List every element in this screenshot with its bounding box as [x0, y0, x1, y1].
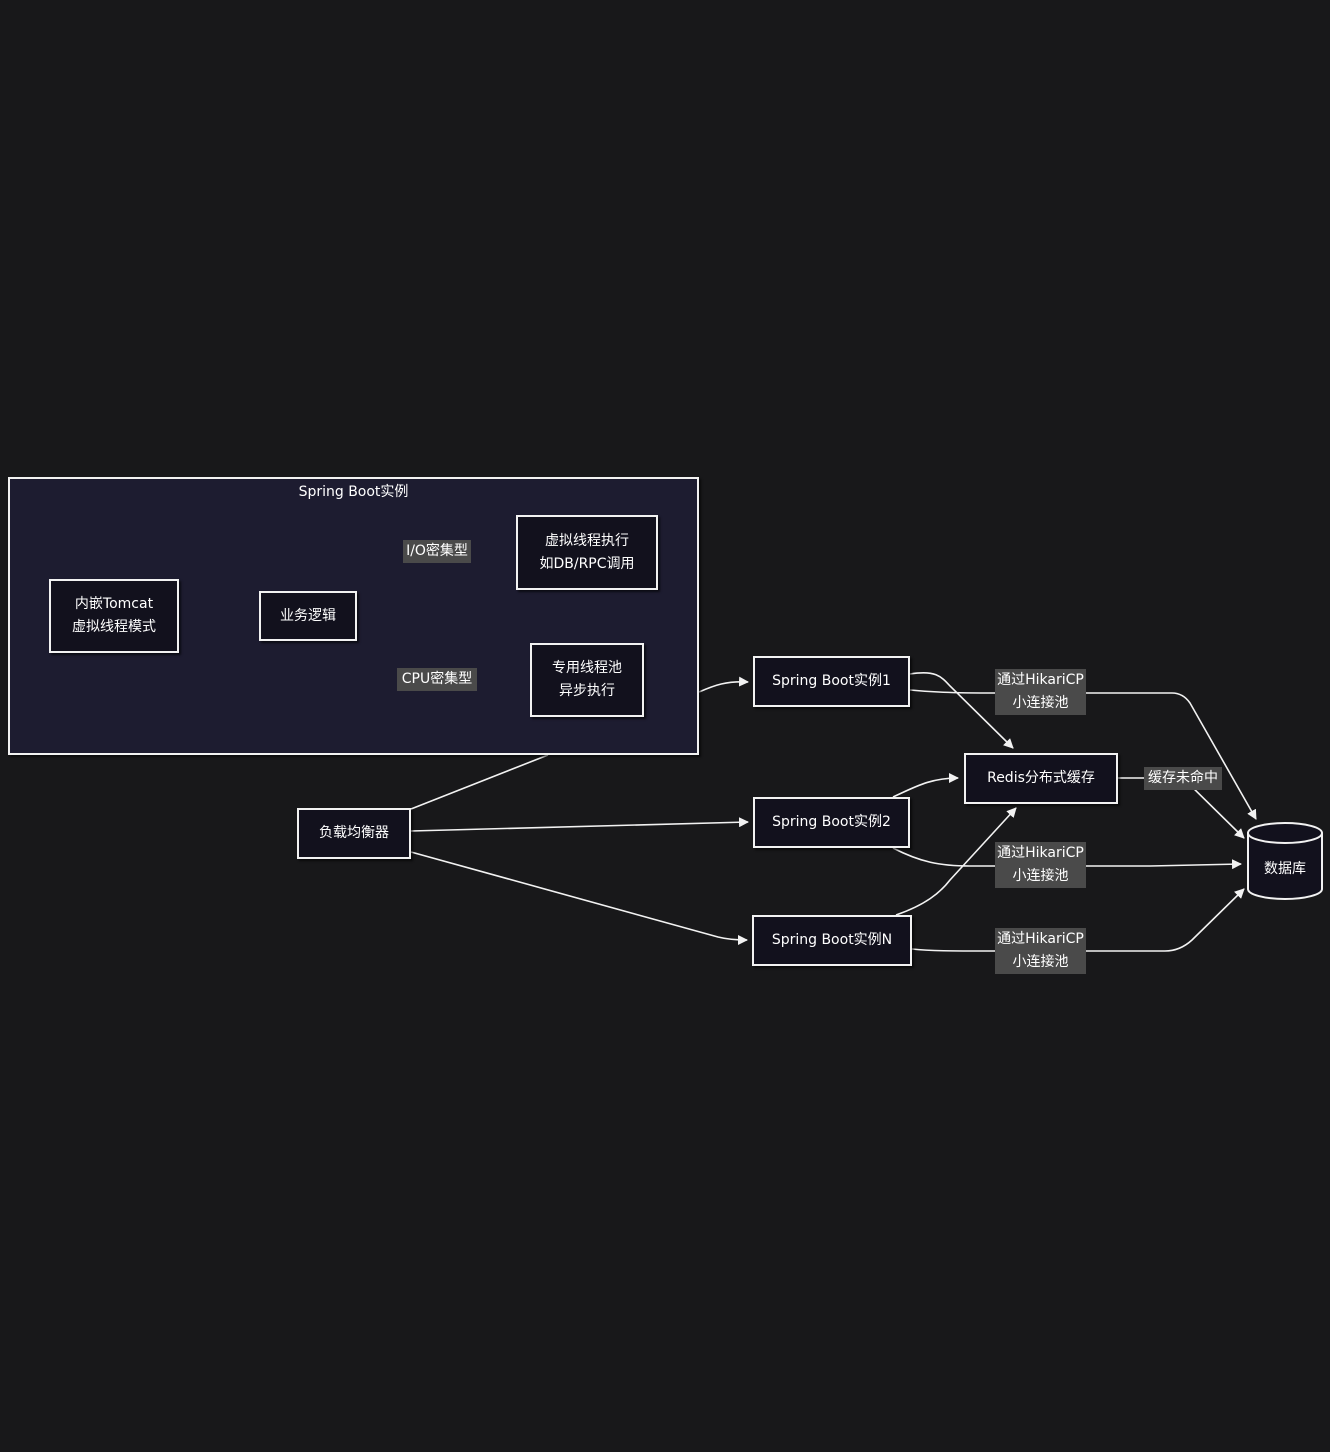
database-cylinder-icon[interactable]: [1244, 819, 1326, 905]
load-balancer-node[interactable]: 负载均衡器: [297, 808, 411, 859]
tomcat-node-line-1: 内嵌Tomcat: [74, 596, 154, 612]
edge-instance-1-to-redis: [909, 671, 1014, 749]
edge-label-hikaricp-1-line-2: 小连接池: [1012, 695, 1069, 711]
edge-label-hikaricp-n-line-2: 小连接池: [1012, 954, 1069, 970]
redis-cache-node[interactable]: Redis分布式缓存: [964, 753, 1118, 804]
spring-boot-instance-1-node[interactable]: Spring Boot实例1: [753, 656, 910, 707]
business-logic-node[interactable]: 业务逻辑: [259, 591, 357, 641]
edge-loadbalancer-to-instance-2: [410, 817, 749, 832]
edge-label-cache-miss-line-1: 缓存未命中: [1148, 770, 1218, 786]
edge-label-io-bound-line-1: I/O密集型: [406, 543, 468, 559]
tomcat-node-line-2: 虚拟线程模式: [72, 619, 156, 635]
edge-label-cache-miss: 缓存未命中: [1144, 767, 1222, 790]
edge-label-hikaricp-n: 通过HikariCP 小连接池: [995, 928, 1086, 974]
spring-boot-instance-2-node-line-1: Spring Boot实例2: [772, 814, 891, 830]
edge-instance-2-to-redis: [892, 773, 959, 798]
spring-boot-instance-n-node[interactable]: Spring Boot实例N: [752, 915, 912, 966]
tomcat-node[interactable]: 内嵌Tomcat 虚拟线程模式: [49, 579, 179, 653]
edge-label-hikaricp-n-line-1: 通过HikariCP: [997, 931, 1084, 947]
edge-loadbalancer-to-group: [410, 754, 549, 810]
edge-instance-n-to-redis: [895, 807, 1017, 916]
dedicated-thread-pool-node-line-1: 专用线程池: [552, 660, 622, 676]
virtual-thread-exec-node[interactable]: 虚拟线程执行如DB/RPC调用: [516, 515, 658, 590]
spring-boot-instance-2-node[interactable]: Spring Boot实例2: [753, 797, 910, 848]
spring-boot-instance-1-node-line-1: Spring Boot实例1: [772, 673, 891, 689]
spring-boot-instance-n-node-line-1: Spring Boot实例N: [771, 932, 893, 948]
edge-loadbalancer-to-instance-n: [410, 851, 748, 945]
edge-label-io-bound: I/O密集型: [403, 540, 471, 563]
dedicated-thread-pool-node[interactable]: 专用线程池异步执行: [530, 643, 644, 717]
redis-cache-node-line-1: Redis分布式缓存: [987, 770, 1095, 786]
edge-label-hikaricp-2-line-2: 小连接池: [1012, 868, 1069, 884]
edge-label-cpu-bound: CPU密集型: [397, 668, 477, 691]
virtual-thread-exec-node-line-2: 如DB/RPC调用: [539, 555, 635, 572]
load-balancer-node-line-1: 负载均衡器: [319, 825, 389, 841]
database-label-line-1: 数据库: [1264, 861, 1306, 877]
edge-label-hikaricp-1: 通过HikariCP 小连接池: [995, 669, 1086, 715]
database-label: 数据库: [1244, 858, 1326, 878]
business-logic-node-line-1: 业务逻辑: [280, 607, 336, 624]
group-title: Spring Boot实例: [298, 484, 409, 500]
edge-group-to-instance-1: [698, 676, 749, 693]
dedicated-thread-pool-node-line-2: 异步执行: [559, 683, 615, 699]
edge-label-cpu-bound-line-1: CPU密集型: [401, 671, 473, 687]
virtual-thread-exec-node-line-1: 虚拟线程执行: [545, 532, 629, 549]
edge-label-hikaricp-1-line-1: 通过HikariCP: [997, 672, 1084, 688]
edge-instance-2-to-database: [892, 847, 1242, 870]
edge-label-hikaricp-2-line-1: 通过HikariCP: [997, 845, 1084, 861]
edge-label-hikaricp-2: 通过HikariCP 小连接池: [995, 842, 1086, 888]
